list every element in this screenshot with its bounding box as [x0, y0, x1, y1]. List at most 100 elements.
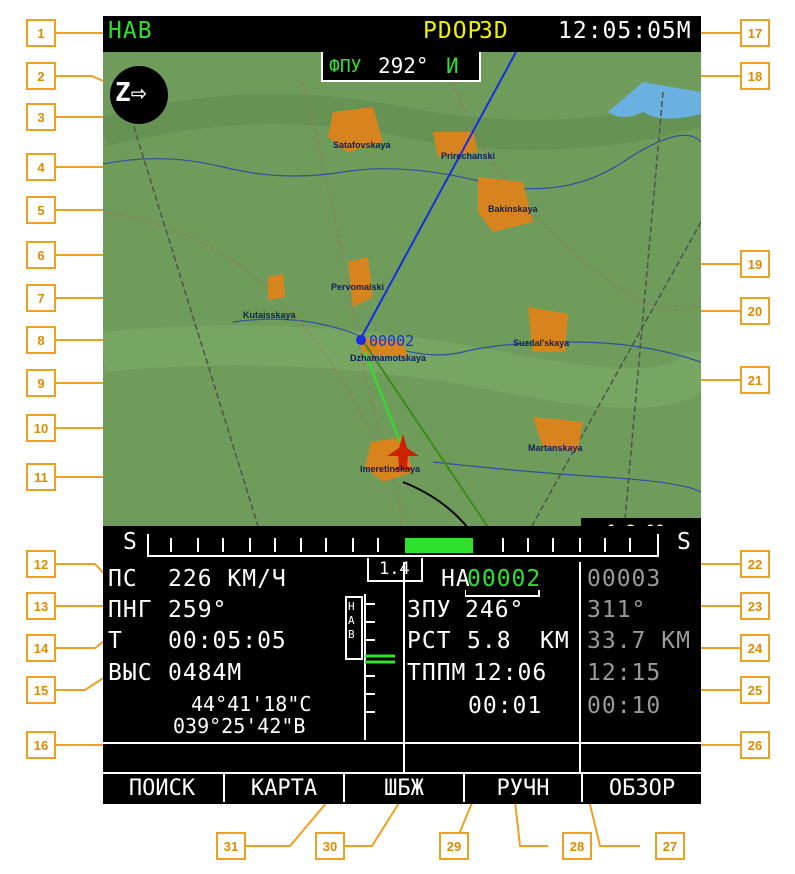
callout-26: 26 — [740, 731, 770, 759]
town-label: Imeretinskaya — [360, 464, 421, 474]
callout-17: 17 — [740, 19, 770, 47]
callout-18: 18 — [740, 62, 770, 90]
next-ete-value: 00:10 — [587, 693, 662, 719]
callout-30: 30 — [315, 832, 345, 860]
to-waypoint-value: 00002 — [467, 566, 542, 592]
vertical-scale-label: НАВ — [348, 600, 355, 641]
callout-22: 22 — [740, 550, 770, 578]
flight-time-label: Т — [108, 628, 123, 654]
town-label: Suzdal'skaya — [513, 338, 570, 348]
callout-21: 21 — [740, 366, 770, 394]
callout-5: 5 — [26, 196, 56, 224]
moving-map[interactable]: 00002 Satafovskaya Prirechanski Bakinska… — [103, 52, 701, 542]
track-angle-label: ФПУ — [329, 56, 362, 77]
callout-31: 31 — [216, 832, 246, 860]
callout-2: 2 — [26, 62, 56, 90]
callout-25: 25 — [740, 676, 770, 704]
eta-value: 12:06 — [473, 660, 548, 686]
callout-24: 24 — [740, 634, 770, 662]
callout-1: 1 — [26, 19, 56, 47]
callout-7: 7 — [26, 284, 56, 312]
callout-6: 6 — [26, 241, 56, 269]
callout-12: 12 — [26, 550, 56, 578]
heading-scale-ticks — [147, 534, 659, 557]
softkey-map[interactable]: КАРТА — [223, 774, 343, 802]
softkey-manual[interactable]: РУЧН — [463, 774, 581, 802]
eta-label: ТППМ — [407, 660, 467, 686]
callout-10: 10 — [26, 414, 56, 442]
next-waypoint-value: 00003 — [587, 566, 662, 592]
map-graphics — [103, 52, 701, 542]
panel-divider — [103, 742, 701, 744]
flight-time-value: 00:05:05 — [168, 628, 287, 654]
softkey-divider — [103, 772, 701, 774]
town-label: Pervomaiski — [331, 282, 385, 292]
track-angle-flag: И — [446, 54, 459, 78]
town-label: Satafovskaya — [333, 140, 391, 150]
track-angle-value: 292° — [378, 54, 429, 78]
aircraft-symbol — [387, 434, 419, 470]
town-label: Martanskaya — [528, 443, 583, 453]
heading-scale-right-label: S — [677, 529, 692, 555]
ground-speed-value: 226 КМ/Ч — [168, 566, 287, 592]
town-label: Prirechanski — [441, 151, 496, 161]
ground-speed-label: ПС — [108, 566, 138, 592]
next-eta-value: 12:15 — [587, 660, 662, 686]
callout-16: 16 — [26, 731, 56, 759]
callout-15: 15 — [26, 676, 56, 704]
distance-unit: КМ — [540, 628, 570, 654]
callout-23: 23 — [740, 592, 770, 620]
system-time: 12:05:05М — [558, 18, 692, 44]
nav-mode-label: НАВ — [108, 18, 153, 44]
display-screen: НАВ PDOP 3D 12:05:05М — [103, 16, 701, 804]
track-angle-box: ФПУ 292° И — [321, 52, 481, 82]
pdop-label: PDOP — [423, 18, 483, 44]
heading-scale: S S — [103, 526, 701, 558]
latitude-value: 44°41'18"С — [191, 692, 312, 716]
compass-arrow-icon: Z⇨ — [115, 78, 147, 108]
callout-20: 20 — [740, 297, 770, 325]
callout-27: 27 — [655, 832, 685, 860]
zoom-box: 1.4 — [367, 558, 423, 582]
to-waypoint-underline — [465, 590, 540, 597]
longitude-value: 039°25'42"В — [173, 714, 306, 738]
town-label: Bakinskaya — [488, 204, 538, 214]
altitude-value: 0484М — [168, 660, 243, 686]
next-distance-value: 33.7 КМ — [587, 628, 691, 654]
altitude-label: ВЫС — [108, 660, 153, 686]
town-label: Kutaisskaya — [243, 310, 296, 320]
callout-11: 11 — [26, 463, 56, 491]
zoom-value: 1.4 — [379, 559, 410, 579]
callout-14: 14 — [26, 634, 56, 662]
callout-28: 28 — [562, 832, 592, 860]
callout-8: 8 — [26, 326, 56, 354]
heading-value: 259° — [168, 597, 228, 623]
waypoint-marker[interactable] — [356, 335, 366, 345]
callout-3: 3 — [26, 103, 56, 131]
callout-13: 13 — [26, 592, 56, 620]
callout-19: 19 — [740, 250, 770, 278]
next-track-value: 311° — [587, 597, 647, 623]
to-waypoint-label: НА — [441, 566, 471, 592]
heading-label: ПНГ — [108, 597, 153, 623]
vertical-scale-label-box: НАВ — [345, 596, 363, 660]
heading-scale-left-label: S — [123, 529, 138, 555]
north-indicator: Z⇨ — [110, 66, 168, 124]
vertical-deviation-scale — [364, 594, 395, 740]
distance-label: РСТ — [407, 628, 452, 654]
panel-divider — [403, 562, 405, 774]
waypoint-label: 00002 — [369, 332, 415, 350]
distance-value: 5.8 — [467, 628, 512, 654]
fix-label: 3D — [479, 18, 509, 44]
ete-value: 00:01 — [468, 693, 543, 719]
callout-9: 9 — [26, 369, 56, 397]
callout-4: 4 — [26, 153, 56, 181]
desired-track-value: 246° — [465, 597, 525, 623]
desired-track-label: ЗПУ — [407, 597, 452, 623]
softkey-search[interactable]: ПОИСК — [128, 775, 196, 801]
callout-29: 29 — [439, 832, 469, 860]
softkey-shbzh[interactable]: ШБЖ — [343, 774, 463, 802]
town-label: Dzhamamotskaya — [350, 353, 427, 363]
softkey-overview[interactable]: ОБЗОР — [581, 774, 701, 802]
panel-divider — [579, 562, 581, 774]
